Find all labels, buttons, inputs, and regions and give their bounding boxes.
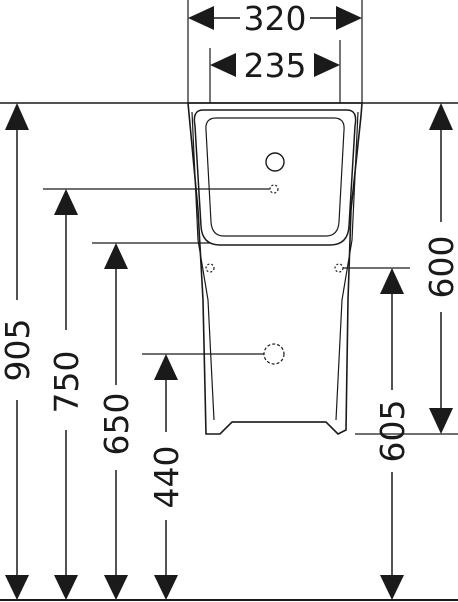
arrow-440-top: [154, 354, 178, 380]
arrow-320-right: [336, 6, 362, 30]
arrow-650-top: [104, 243, 128, 269]
urinal-bowl-rim: [193, 109, 357, 246]
urinal-outer-contour: [187, 102, 363, 435]
dim-label-440: 440: [147, 446, 186, 509]
fixing-point-right: [334, 263, 344, 273]
urinal-side-edge-right: [335, 111, 359, 421]
arrow-650-bottom: [104, 575, 128, 600]
water-inlet: [265, 152, 285, 172]
waste-outlet: [263, 343, 285, 365]
fixing-point-left: [205, 263, 215, 273]
urinal-outline: [187, 102, 363, 435]
arrow-605-bottom: [380, 575, 404, 600]
dim-label-600: 600: [422, 236, 458, 299]
arrow-440-bottom: [154, 575, 178, 600]
urinal-bowl-inner: [205, 117, 345, 237]
dim-label-650: 650: [97, 393, 136, 456]
arrow-600-top: [429, 103, 453, 130]
arrow-750-top: [54, 189, 78, 215]
arrow-605-top: [380, 268, 404, 294]
arrow-750-bottom: [54, 575, 78, 600]
arrow-320-left: [188, 6, 214, 30]
dim-label-905: 905: [0, 319, 37, 382]
arrow-235-left: [210, 53, 236, 77]
dim-label-320: 320: [244, 0, 307, 38]
dim-label-750: 750: [47, 351, 86, 414]
arrow-235-right: [314, 53, 340, 77]
arrow-600-bottom: [429, 408, 453, 434]
urinal-side-edge-left: [191, 111, 215, 421]
arrow-905-top: [5, 103, 29, 130]
dim-label-605: 605: [373, 400, 412, 463]
arrow-905-bottom: [5, 575, 29, 600]
dim-label-235: 235: [244, 46, 307, 85]
inlet-hidden: [269, 184, 279, 194]
